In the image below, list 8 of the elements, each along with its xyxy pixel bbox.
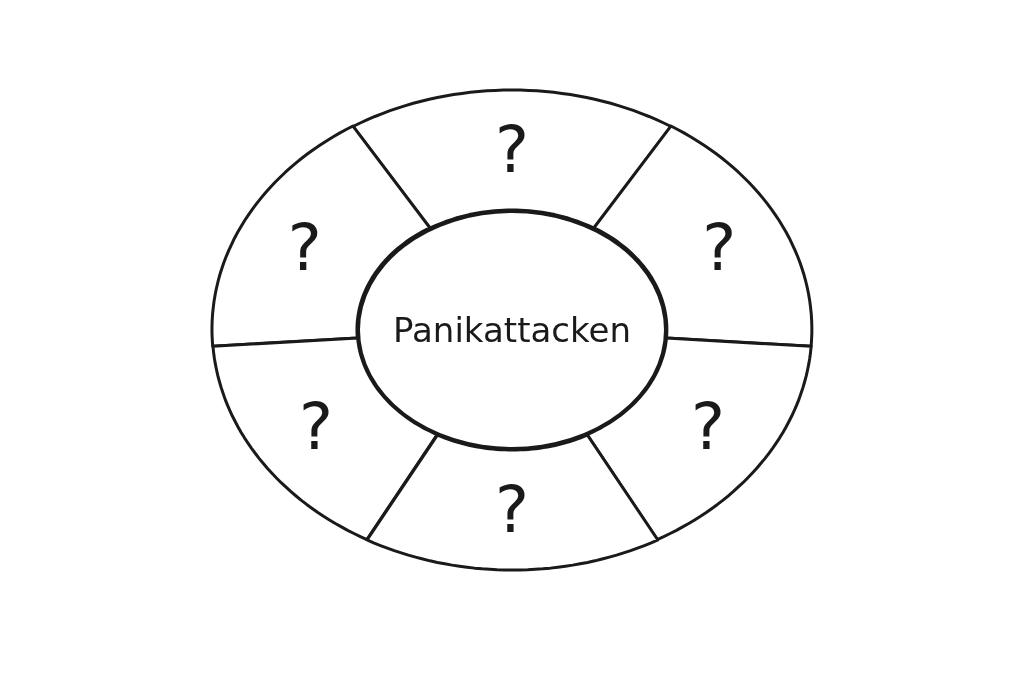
question-mark: ? xyxy=(702,216,737,281)
question-mark: ? xyxy=(495,118,529,182)
question-mark: ? xyxy=(495,478,529,542)
question-mark: ? xyxy=(298,394,333,459)
ring-segment xyxy=(364,432,660,572)
question-mark: ? xyxy=(287,216,322,281)
center-title: Panikattacken xyxy=(393,308,631,352)
question-mark: ? xyxy=(691,394,726,459)
